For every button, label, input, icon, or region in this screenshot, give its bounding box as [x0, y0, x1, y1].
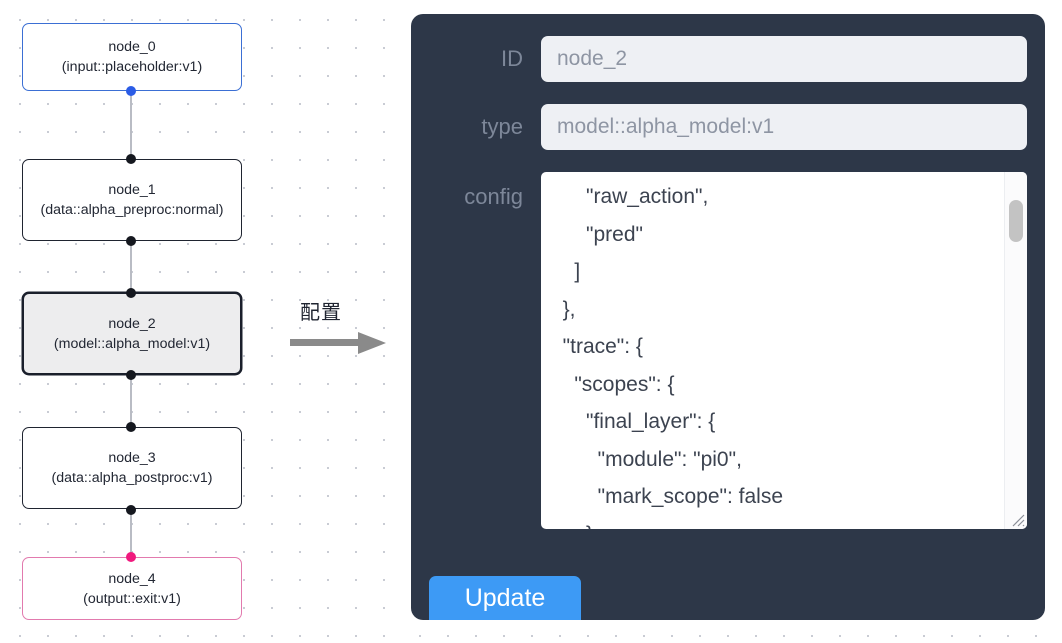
node-handle-source-node_2[interactable] — [126, 370, 136, 380]
resize-grip-icon[interactable] — [1008, 510, 1026, 528]
config-textarea[interactable] — [541, 172, 1027, 529]
arrow-right-icon — [290, 332, 386, 354]
flow-node-subtitle: (model::alpha_model:v1) — [53, 335, 211, 352]
node-config-panel: ID type config Update — [411, 14, 1045, 620]
annotation-label: 配置 — [300, 300, 342, 324]
flow-node-subtitle: (data::alpha_preproc:normal) — [40, 202, 224, 218]
field-row-type: type — [429, 104, 1027, 150]
flow-node-node_3[interactable]: node_3 (data::alpha_postproc:v1) — [22, 427, 242, 509]
edge-node1-node2 — [130, 236, 132, 298]
node-handle-target-node_3[interactable] — [126, 422, 136, 432]
node-handle-target-node_1[interactable] — [126, 154, 136, 164]
config-scrollbar-thumb[interactable] — [1009, 200, 1023, 242]
flow-node-title: node_2 — [108, 315, 156, 332]
config-scrollbar-track[interactable] — [1004, 172, 1027, 529]
flow-node-subtitle: (data::alpha_postproc:v1) — [51, 470, 213, 486]
type-input[interactable] — [541, 104, 1027, 150]
node-handle-source-node_0[interactable] — [126, 86, 136, 96]
node-handle-source-node_1[interactable] — [126, 236, 136, 246]
flow-node-subtitle: (output::exit:v1) — [83, 590, 181, 607]
node-handle-target-node_4[interactable] — [126, 552, 136, 562]
edge-node3-node4 — [130, 505, 132, 563]
flow-node-node_0[interactable]: node_0 (input::placeholder:v1) — [22, 23, 242, 91]
type-field-label: type — [481, 114, 523, 139]
config-textarea-wrapper — [541, 172, 1027, 529]
flow-node-title: node_3 — [108, 450, 156, 466]
node-handle-source-node_3[interactable] — [126, 505, 136, 515]
annotation-arrow-group: 配置 — [290, 296, 395, 364]
field-row-id: ID — [429, 36, 1027, 82]
flow-node-subtitle: (input::placeholder:v1) — [61, 59, 203, 75]
flow-node-title: node_0 — [108, 39, 156, 55]
field-row-config: config — [429, 172, 1027, 529]
node-handle-target-node_2[interactable] — [126, 288, 136, 298]
flow-node-title: node_1 — [108, 182, 156, 198]
config-field-label: config — [464, 184, 523, 209]
id-field-label: ID — [501, 46, 523, 71]
update-button[interactable]: Update — [429, 576, 581, 620]
flow-node-node_4[interactable]: node_4 (output::exit:v1) — [22, 557, 242, 620]
flow-node-title: node_4 — [108, 570, 156, 587]
id-input[interactable] — [541, 36, 1027, 82]
flow-node-node_1[interactable]: node_1 (data::alpha_preproc:normal) — [22, 159, 242, 241]
edge-node2-node3 — [130, 370, 132, 428]
edge-node0-node1 — [130, 86, 132, 164]
flow-node-node_2[interactable]: node_2 (model::alpha_model:v1) — [22, 292, 242, 375]
